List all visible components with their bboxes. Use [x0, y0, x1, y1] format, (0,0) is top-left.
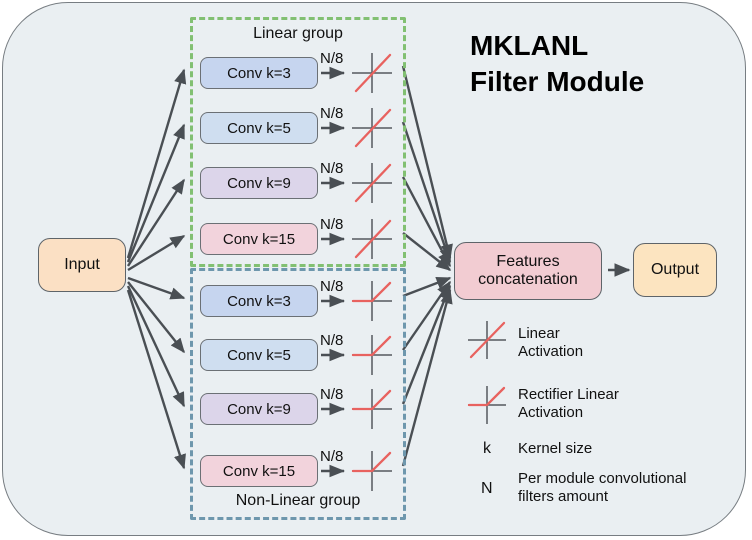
- concat-line-1: Features: [496, 253, 560, 271]
- conv-block-nonlinear-k15[interactable]: Conv k=15: [200, 455, 318, 487]
- conv-block-linear-k5[interactable]: Conv k=5: [200, 112, 318, 144]
- conv-block-nonlinear-k9[interactable]: Conv k=9: [200, 393, 318, 425]
- branch-ratio-label-1: N/8: [320, 50, 344, 67]
- conv-block-nonlinear-k5[interactable]: Conv k=5: [200, 339, 318, 371]
- features-concatenation-node[interactable]: Features concatenation: [454, 242, 602, 300]
- nonlinear-group-frame: [190, 268, 406, 520]
- legend-relu-line-1: Rectifier Linear: [518, 386, 619, 403]
- legend-item-kernel-size: Kernel size: [518, 440, 593, 457]
- legend-symbol-k: k: [483, 440, 491, 457]
- branch-ratio-label-4: N/8: [320, 216, 344, 233]
- conv-block-linear-k9[interactable]: Conv k=9: [200, 167, 318, 199]
- conv-block-linear-k15[interactable]: Conv k=15: [200, 223, 318, 255]
- legend-linear-line-2: Activation: [518, 343, 584, 361]
- legend-item-filters-amount: Per module convolutional filters amount: [518, 470, 686, 507]
- conv-block-nonlinear-k3[interactable]: Conv k=3: [200, 285, 318, 317]
- linear-group-label: Linear group: [253, 25, 343, 42]
- branch-ratio-label-2: N/8: [320, 105, 344, 122]
- legend-item-relu-activation: Rectifier Linear Activation: [518, 386, 619, 423]
- branch-ratio-label-8: N/8: [320, 448, 344, 465]
- page-title: MKLANL Filter Module: [470, 28, 720, 100]
- branch-ratio-label-6: N/8: [320, 332, 344, 349]
- conv-block-linear-k3[interactable]: Conv k=3: [200, 57, 318, 89]
- legend-relu-line-2: Activation: [518, 404, 584, 422]
- branch-ratio-label-7: N/8: [320, 386, 344, 403]
- output-node[interactable]: Output: [633, 243, 717, 297]
- legend-n-line-2: filters amount: [518, 488, 609, 506]
- legend-linear-line-1: Linear: [518, 325, 560, 342]
- branch-ratio-label-5: N/8: [320, 278, 344, 295]
- linear-group-frame: [190, 17, 406, 267]
- concat-line-2: concatenation: [478, 271, 578, 288]
- input-node[interactable]: Input: [38, 238, 126, 292]
- legend-n-line-1: Per module convolutional: [518, 470, 687, 487]
- nonlinear-group-label: Non-Linear group: [235, 492, 361, 509]
- legend-item-linear-activation: Linear Activation: [518, 325, 583, 362]
- legend-symbol-n: N: [481, 480, 493, 497]
- branch-ratio-label-3: N/8: [320, 160, 344, 177]
- title-line-1: MKLANL: [470, 30, 589, 61]
- title-line-2: Filter Module: [470, 65, 645, 97]
